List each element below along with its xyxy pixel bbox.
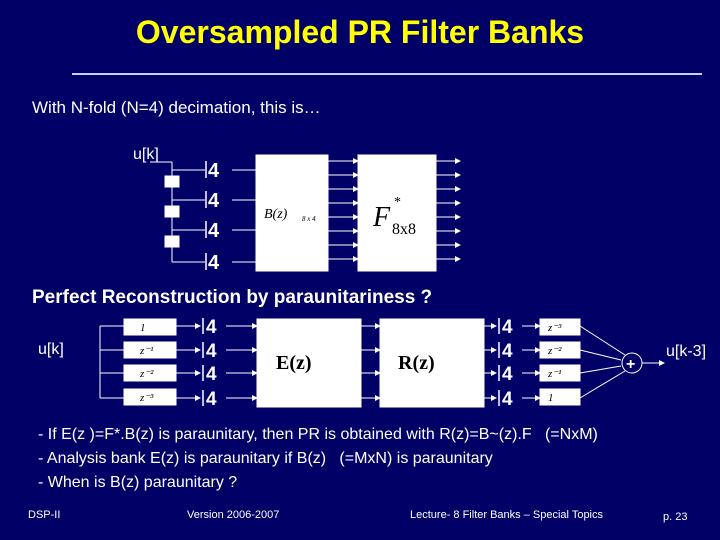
slide-title: Oversampled PR Filter Banks xyxy=(135,14,585,50)
delay-box-1 xyxy=(164,175,180,188)
bullet-list: - If E(z )=F*.B(z) is paraunitary, then … xyxy=(38,423,598,495)
intro-text: With N-fold (N=4) decimation, this is… xyxy=(32,98,321,117)
title-divider xyxy=(72,73,702,75)
decimator-1-label: 4 xyxy=(208,160,220,182)
decimator-3-label: 4 xyxy=(208,220,220,242)
d2-expander-1: 4 xyxy=(502,317,513,338)
decimator-4-label: 4 xyxy=(208,252,220,274)
d2-expander-3: 4 xyxy=(502,364,513,385)
analysis-delay-2-label: z⁻¹ xyxy=(139,345,153,357)
synthesis-delay-1-label: z⁻³ xyxy=(547,322,562,334)
analysis-delay-3-label: z⁻² xyxy=(139,368,154,380)
diagram-2 xyxy=(99,318,665,408)
d2-expander-2: 4 xyxy=(502,341,513,362)
delay-box-2 xyxy=(164,205,180,218)
footer-version: Version 2006-2007 xyxy=(187,509,280,521)
d2-decimator-2: 4 xyxy=(206,341,217,362)
R-matrix-box xyxy=(379,318,485,408)
F-matrix-box xyxy=(357,154,437,272)
synthesis-delay-2-label: z⁻² xyxy=(547,345,562,357)
d2-input-label: u[k] xyxy=(38,341,64,358)
analysis-delay-4 xyxy=(123,388,177,406)
d2-expander-4: 4 xyxy=(502,389,513,410)
F-matrix-label: F xyxy=(372,202,391,233)
d1-input-label: u[k] xyxy=(133,146,159,163)
B-matrix-label: B(z) xyxy=(264,207,288,222)
B-matrix-size: 8 x 4 xyxy=(302,215,316,223)
summation-sign: + xyxy=(626,356,635,373)
analysis-delay-1-label: 1 xyxy=(140,322,146,334)
synthesis-delay-1 xyxy=(539,318,581,336)
d2-decimator-3: 4 xyxy=(206,364,217,385)
synthesis-delay-4 xyxy=(539,388,581,406)
bullet-item: - When is B(z) paraunitary ? xyxy=(38,474,238,491)
B-matrix-box xyxy=(255,154,329,272)
section-heading: Perfect Reconstruction by paraunitarines… xyxy=(32,287,433,308)
F-matrix-sup: * xyxy=(394,195,401,210)
diagram-1 xyxy=(150,154,461,272)
synthesis-delay-4-label: 1 xyxy=(548,392,554,404)
R-matrix-label: R(z) xyxy=(398,352,435,374)
d2-decimator-4: 4 xyxy=(206,389,217,410)
footer-lecture: Lecture- 8 Filter Banks – Special Topics xyxy=(410,509,603,521)
bullet-item: - If E(z )=F*.B(z) is paraunitary, then … xyxy=(38,426,598,443)
footer-course: DSP-II xyxy=(28,509,61,521)
synthesis-delay-3-label: z⁻¹ xyxy=(547,368,561,380)
decimator-2-label: 4 xyxy=(208,190,220,212)
bullet-item: - Analysis bank E(z) is paraunitary if B… xyxy=(38,450,493,467)
d2-output-label: u[k-3] xyxy=(666,343,707,360)
analysis-delay-1 xyxy=(123,318,177,336)
E-matrix-label: E(z) xyxy=(276,352,312,374)
d2-decimator-1: 4 xyxy=(206,317,217,338)
footer-page-number: p. 23 xyxy=(663,511,688,523)
delay-box-3 xyxy=(164,235,180,248)
analysis-delay-4-label: z⁻³ xyxy=(139,392,154,404)
F-matrix-size: 8x8 xyxy=(392,221,416,238)
E-matrix-box xyxy=(256,318,362,408)
